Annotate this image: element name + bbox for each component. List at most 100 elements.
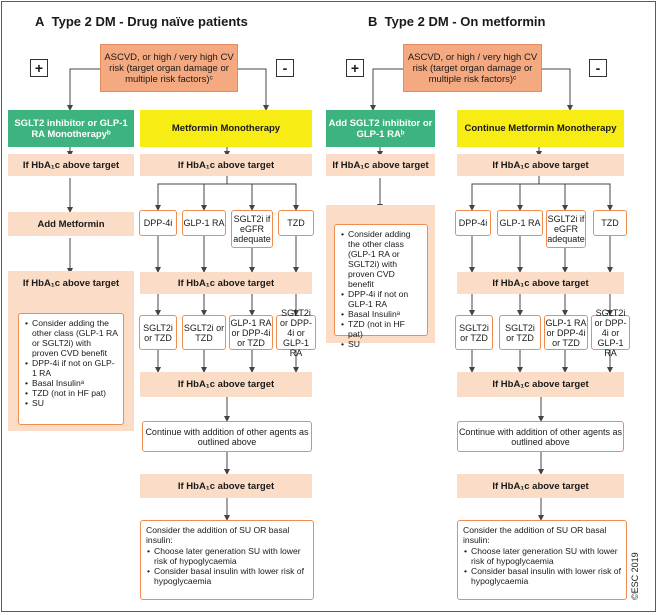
panel-b-row1-glp1ra: GLP-1 RA <box>497 210 543 236</box>
drug-label: SGLT2i or TZD <box>143 322 173 343</box>
drug-label: DPP-4i <box>143 218 173 228</box>
panel-a-row1-dpp4i: DPP-4i <box>139 210 177 236</box>
panel-a-hba1c-right-1: If HbA₁c above target <box>140 154 312 176</box>
panel-b-row2-a: SGLT2i or TZD <box>455 315 493 350</box>
panel-b-minus-sign: - <box>589 59 607 77</box>
hba1c-label: If HbA₁c above target <box>492 480 589 492</box>
drug-label: SGLT2i or TZD <box>183 322 225 343</box>
panel-b-ascvd-box: ASCVD, or high / very high CV risk (targ… <box>403 44 542 92</box>
panel-b-sglt2-glp1-box: Add SGLT2 inhibitor or GLP-1 RAᵇ <box>326 110 435 147</box>
drug-label: GLP-1 RA or DPP-4i or TZD <box>230 317 272 348</box>
panel-a-minus-sign: - <box>276 59 294 77</box>
panel-b-title-text: Type 2 DM - On metformin <box>384 14 546 29</box>
panel-a-metformin-text: Metformin Monotherapy <box>171 123 281 134</box>
panel-a-hba1c-right-4: If HbA₁c above target <box>140 474 312 498</box>
option-item: Consider adding the other class (GLP-1 R… <box>25 318 118 358</box>
option-item: DPP-4i if not on GLP-1 RA <box>25 358 118 378</box>
panel-a-add-metformin-box: Add Metformin <box>8 212 134 236</box>
panel-a-ascvd-text: ASCVD, or high / very high CV risk (targ… <box>104 51 234 85</box>
hba1c-label: If HbA₁c above target <box>492 277 589 289</box>
panel-b-row2-c: GLP-1 RA or DPP-4i or TZD <box>544 315 588 350</box>
hba1c-label: If HbA₁c above target <box>177 480 275 492</box>
panel-b-row2-d: SGLT2i or DPP-4i or GLP-1 RA <box>591 308 630 358</box>
option-item: Consider adding the other class (GLP-1 R… <box>341 229 422 289</box>
panel-a-hba1c-left-2: If HbA₁c above target <box>8 273 134 293</box>
panel-b-sglt2-glp1-text: Add SGLT2 inhibitor or GLP-1 RAᵇ <box>328 117 433 140</box>
hba1c-label: If HbA₁c above target <box>177 277 275 289</box>
hba1c-label: If HbA₁c above target <box>177 159 275 171</box>
panel-a-row1-glp1ra: GLP-1 RA <box>182 210 226 236</box>
panel-a-hba1c-right-3: If HbA₁c above target <box>140 372 312 397</box>
copyright-text: ©ESC 2019 <box>630 552 640 600</box>
drug-label: SGLT2i or TZD <box>459 322 489 343</box>
option-item: Basal Insulinᵃ <box>341 309 422 319</box>
panel-b-hba1c-right-2: If HbA₁c above target <box>457 272 624 294</box>
drug-label: GLP-1 RA or DPP-4i or TZD <box>545 317 587 348</box>
hba1c-label: If HbA₁c above target <box>22 159 120 171</box>
panel-a-metformin-box: Metformin Monotherapy <box>140 110 312 147</box>
panel-b-row2-b: SGLT2i or TZD <box>499 315 541 350</box>
final-item: Choose later generation SU with lower ri… <box>147 546 308 566</box>
panel-a-left-options: Consider adding the other class (GLP-1 R… <box>18 313 124 425</box>
final-item: Consider basal insulin with lower risk o… <box>147 566 308 586</box>
final-item: Consider basal insulin with lower risk o… <box>464 566 621 586</box>
option-item: DPP-4i if not on GLP-1 RA <box>341 289 422 309</box>
panel-b-ascvd-text: ASCVD, or high / very high CV risk (targ… <box>407 51 538 85</box>
drug-label: SGLT2i if eGFR adequate <box>547 214 585 244</box>
panel-b-hba1c-right-4: If HbA₁c above target <box>457 474 624 498</box>
panel-b-continue-box: Continue with addition of other agents a… <box>457 421 624 452</box>
final-item: Choose later generation SU with lower ri… <box>464 546 621 566</box>
panel-a-sglt2-glp1-text: SGLT2 inhibitor or GLP-1 RA Monotherapyᵇ <box>14 117 128 140</box>
drug-label: SGLT2i or TZD <box>505 322 535 343</box>
panel-a-plus-sign: + <box>30 59 48 77</box>
hba1c-label: If HbA₁c above target <box>492 379 589 390</box>
panel-b-row1-tzd: TZD <box>593 210 627 236</box>
panel-a-row2-b: SGLT2i or TZD <box>182 315 226 350</box>
panel-b-plus-sign: + <box>346 59 364 77</box>
panel-b-hba1c-right-1: If HbA₁c above target <box>457 154 624 176</box>
panel-a-add-metformin-text: Add Metformin <box>37 218 105 230</box>
option-item: SU <box>25 398 118 408</box>
panel-b-final-box: Consider the addition of SU OR basal ins… <box>457 520 627 600</box>
drug-label: SGLT2i or DPP-4i or GLP-1 RA <box>279 307 312 358</box>
hba1c-label: If HbA₁c above target <box>22 277 120 289</box>
option-item: TZD (not in HF pat) <box>25 388 118 398</box>
panel-b-left-options: Consider adding the other class (GLP-1 R… <box>334 224 428 349</box>
hba1c-label: If HbA₁c above target <box>492 159 589 171</box>
panel-a-row1-sglt2i: SGLT2i if eGFR adequate <box>231 210 273 248</box>
panel-b-hba1c-right-3: If HbA₁c above target <box>457 372 624 397</box>
drug-label: SGLT2i if eGFR adequate <box>233 214 271 244</box>
drug-label: TZD <box>287 218 305 228</box>
panel-a-ascvd-box: ASCVD, or high / very high CV risk (targ… <box>100 44 238 92</box>
panel-a-hba1c-right-2: If HbA₁c above target <box>140 272 312 294</box>
panel-b-row1-sglt2i: SGLT2i if eGFR adequate <box>546 210 586 248</box>
panel-a-row2-c: GLP-1 RA or DPP-4i or TZD <box>229 315 273 350</box>
panel-b-hba1c-left-1: If HbA₁c above target <box>326 154 435 176</box>
drug-label: GLP-1 RA <box>183 218 225 228</box>
continue-text: Continue with addition of other agents a… <box>145 426 309 447</box>
panel-a-letter: A <box>35 14 45 29</box>
final-intro: Consider the addition of SU OR basal ins… <box>146 525 290 545</box>
drug-label: TZD <box>601 218 619 228</box>
panel-a-title: A Type 2 DM - Drug naïve patients <box>35 14 248 29</box>
drug-label: DPP-4i <box>458 218 488 228</box>
final-intro: Consider the addition of SU OR basal ins… <box>463 525 607 545</box>
option-item: SU <box>341 339 422 349</box>
panel-b-title: B Type 2 DM - On metformin <box>368 14 545 29</box>
option-item: Basal Insulinᵃ <box>25 378 118 388</box>
hba1c-label: If HbA₁c above target <box>177 379 275 390</box>
panel-a-row1-tzd: TZD <box>278 210 314 236</box>
panel-a-sglt2-glp1-box: SGLT2 inhibitor or GLP-1 RA Monotherapyᵇ <box>8 110 134 147</box>
panel-a-final-box: Consider the addition of SU OR basal ins… <box>140 520 314 600</box>
option-item: TZD (not in HF pat) <box>341 319 422 339</box>
panel-a-row2-a: SGLT2i or TZD <box>139 315 177 350</box>
hba1c-label: If HbA₁c above target <box>332 159 429 171</box>
panel-b-metformin-box: Continue Metformin Monotherapy <box>457 110 624 147</box>
panel-a-hba1c-left-1: If HbA₁c above target <box>8 154 134 176</box>
panel-a-title-text: Type 2 DM - Drug naïve patients <box>51 14 248 29</box>
panel-a-continue-box: Continue with addition of other agents a… <box>142 421 312 452</box>
drug-label: SGLT2i or DPP-4i or GLP-1 RA <box>594 307 627 358</box>
drug-label: GLP-1 RA <box>499 218 541 228</box>
